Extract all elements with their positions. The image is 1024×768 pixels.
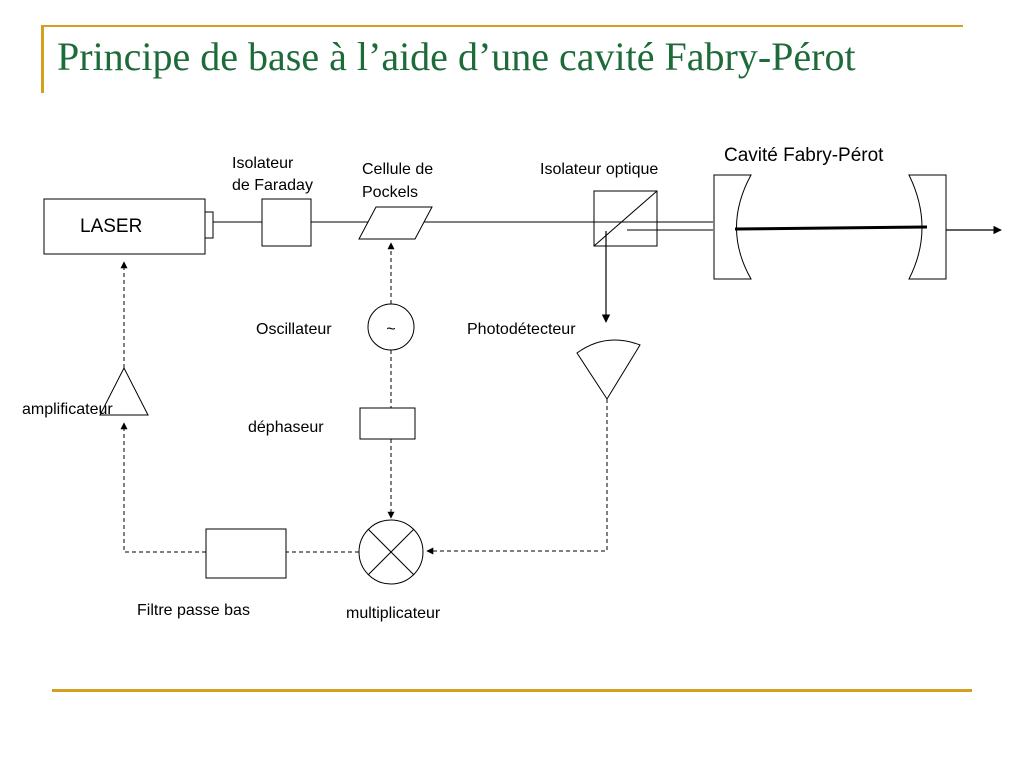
dephaser-label: déphaseur — [248, 419, 324, 436]
pockels-label-line2: Pockels — [362, 184, 418, 201]
oscillator-label: Oscillateur — [256, 321, 332, 338]
cavity-mirror-left — [713, 174, 752, 280]
slide-title: Principe de base à l’aide d’une cavité F… — [57, 34, 856, 79]
oscillator: ~ Oscillateur — [256, 303, 415, 351]
amplifier-label: amplificateur — [22, 401, 113, 418]
title-accent-vertical-rule — [41, 25, 44, 93]
multiplier-label: multiplicateur — [346, 605, 441, 622]
title-accent-horizontal-rule — [41, 25, 963, 27]
laser-block: LASER — [43, 198, 214, 255]
laser-label: LASER — [80, 216, 142, 237]
pockels-label-line1: Cellule de — [362, 161, 433, 178]
pockels-cell: Cellule de Pockels — [358, 161, 433, 240]
cavity-beam — [734, 225, 928, 231]
low-pass-filter: Filtre passe bas — [137, 528, 287, 619]
faraday-label-line1: Isolateur — [232, 155, 294, 172]
footer-rule — [52, 689, 972, 692]
optical-isolator: Isolateur optique — [540, 161, 658, 247]
faraday-isolator: Isolateur de Faraday — [232, 155, 313, 247]
filter-label: Filtre passe bas — [137, 602, 250, 619]
title-bar: Principe de base à l’aide d’une cavité F… — [41, 25, 963, 93]
cavity-mirror-right — [908, 174, 947, 280]
dephaser: déphaseur — [248, 407, 416, 440]
photodetector-to-multiplier-signal — [426, 399, 608, 555]
filter-to-amplifier-signal — [120, 422, 206, 553]
oscillator-symbol: ~ — [386, 321, 395, 338]
photodetector-label: Photodétecteur — [467, 321, 576, 338]
faraday-label-line2: de Faraday — [232, 177, 313, 194]
optical-isolator-label: Isolateur optique — [540, 161, 658, 178]
cavity-label: Cavité Fabry-Pérot — [724, 145, 884, 166]
fabry-perot-cavity: Cavité Fabry-Pérot — [713, 145, 947, 280]
amplifier: amplificateur — [22, 366, 149, 418]
photodetector: Photodétecteur — [467, 321, 641, 400]
multiplier: multiplicateur — [346, 519, 441, 622]
